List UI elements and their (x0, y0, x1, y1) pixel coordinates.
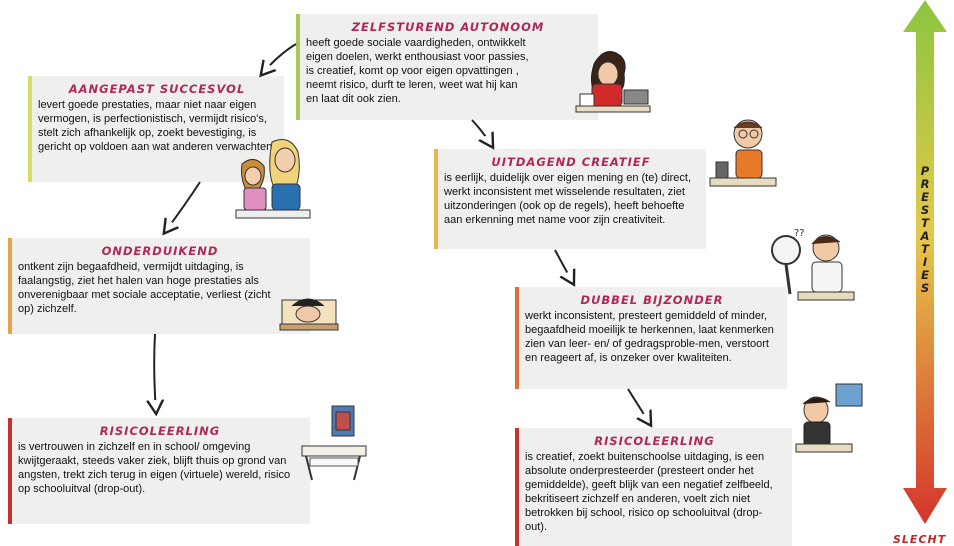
card-aangepast-succesvol: AANGEPAST SUCCESVOL levert goede prestat… (28, 76, 284, 182)
card-text: is creatief, zoekt buitenschoolse uitdag… (525, 451, 773, 533)
card-title: RISICOLEERLING (594, 434, 715, 448)
arrow-to-aangepast (262, 43, 297, 74)
girls-studying-icon (235, 139, 311, 219)
card-title: ONDERDUIKEND (101, 244, 219, 258)
accent-bar (515, 428, 519, 546)
card-text: is vertrouwen in zichzelf en in school/ … (18, 441, 291, 495)
card-title: ZELFSTUREND AUTONOOM (351, 20, 545, 34)
card-risicoleerling-left: RISICOLEERLING is vertrouwen in zichzelf… (8, 418, 310, 524)
card-text: ontkent zijn begaafdheid, vermijdt uitda… (18, 261, 271, 315)
student-thinking-icon (709, 119, 777, 187)
prestaties-letter: E (921, 268, 929, 282)
card-risicoleerling-right: RISICOLEERLING is creatief, zoekt buiten… (515, 428, 792, 546)
empty-desk-icon (301, 405, 367, 481)
card-title: DUBBEL BIJZONDER (580, 293, 724, 307)
prestaties-letter: R (920, 177, 930, 191)
prestaties-letter: E (921, 190, 929, 204)
prestaties-letter: I (922, 255, 928, 269)
prestaties-letter: S (920, 203, 930, 217)
accent-bar (28, 76, 32, 182)
arrow-to-dubbel (554, 249, 573, 283)
svg-text:??: ?? (794, 228, 805, 239)
prestaties-letter: A (920, 229, 930, 243)
accent-bar (296, 14, 300, 120)
student-laptop-icon (575, 51, 651, 113)
card-text: heeft goede sociale vaardigheden, ontwik… (306, 37, 529, 105)
prestaties-scale-arrow (903, 0, 947, 524)
prestaties-letter: T (921, 216, 929, 230)
arrow-to-onderduikend (165, 181, 201, 232)
card-dubbel-bijzonder: DUBBEL BIJZONDER werkt inconsistent, pre… (515, 287, 787, 389)
prestaties-letter: P (920, 164, 930, 178)
slecht-label: SLECHT (893, 533, 947, 546)
arrow-to-uitdagend (471, 119, 492, 146)
card-title: RISICOLEERLING (99, 424, 221, 438)
card-text: werkt inconsistent, presteert gemiddeld … (525, 310, 774, 364)
card-title: AANGEPAST SUCCESVOL (68, 82, 246, 96)
prestaties-letter: T (921, 242, 929, 256)
card-text: is eerlijk, duidelijk over eigen mening … (444, 172, 692, 226)
accent-bar (8, 238, 12, 334)
card-title: UITDAGEND CREATIEF (491, 155, 651, 169)
card-uitdagend-creatief: UITDAGEND CREATIEF is eerlijk, duidelijk… (434, 149, 706, 249)
arrow-to-risico-right (627, 388, 650, 424)
prestaties-letter: S (920, 281, 930, 295)
student-frustrated-icon (795, 383, 863, 453)
accent-bar (8, 418, 12, 524)
student-hiding-icon (279, 298, 339, 331)
accent-bar (515, 287, 519, 389)
card-text: levert goede prestaties, maar niet naar … (38, 99, 276, 153)
card-zelfsturend-autonoom: ZELFSTUREND AUTONOOM heeft goede sociale… (296, 14, 598, 120)
student-magnifier-icon: ?? (771, 228, 855, 301)
card-onderduikend: ONDERDUIKEND ontkent zijn begaafdheid, v… (8, 238, 310, 334)
arrow-to-risico-left (154, 333, 156, 412)
accent-bar (434, 149, 438, 249)
